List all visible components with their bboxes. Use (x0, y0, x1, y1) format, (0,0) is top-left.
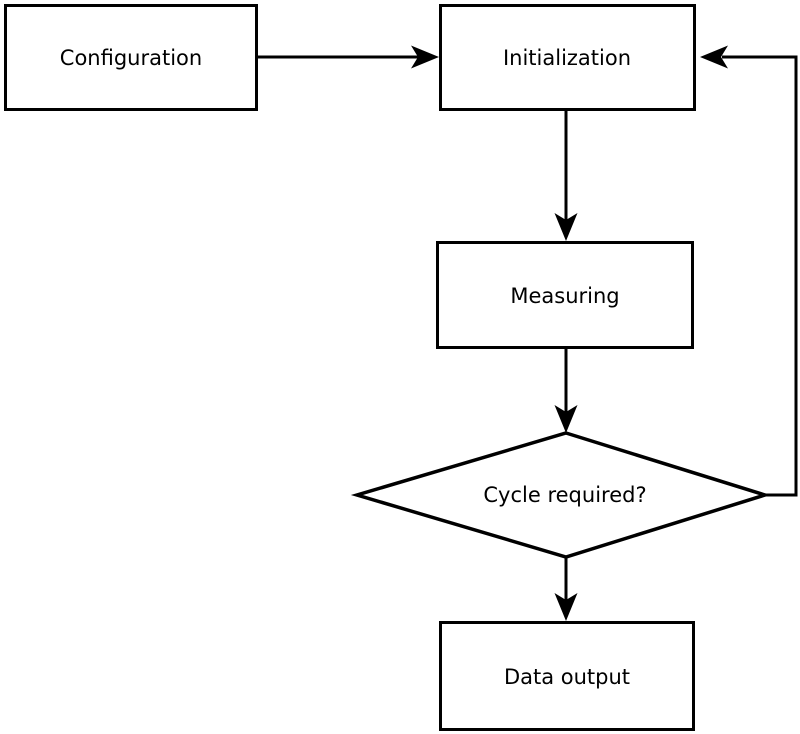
node-initialization: Initialization (439, 4, 696, 111)
edge-measuring-to-cycle-required (554, 349, 578, 433)
edge-cycle-required-to-data-output (554, 557, 578, 621)
node-data-output: Data output (439, 621, 695, 731)
node-data-output-label: Data output (504, 665, 630, 689)
decision-cycle-required-diamond (350, 431, 771, 559)
decision-cycle-required-label: Cycle required? (483, 483, 646, 507)
node-measuring-label: Measuring (510, 284, 619, 308)
node-measuring: Measuring (436, 241, 694, 349)
edge-cycle-required-to-initialization-feedback (700, 45, 798, 497)
node-configuration-box (4, 4, 258, 111)
arrowhead-right (411, 45, 439, 69)
edge-configuration-to-initialization (258, 45, 439, 69)
arrowhead-left (700, 45, 728, 69)
arrowhead-down (554, 213, 578, 241)
node-data-output-box (439, 621, 695, 731)
edge-line (722, 55, 798, 497)
node-initialization-box (439, 4, 696, 111)
node-initialization-label: Initialization (503, 46, 631, 70)
node-configuration: Configuration (4, 4, 258, 111)
node-configuration-label: Configuration (60, 46, 202, 70)
arrowhead-down (554, 405, 578, 433)
node-measuring-box (436, 241, 694, 349)
arrowhead-down (554, 593, 578, 621)
edge-initialization-to-measuring (554, 111, 578, 241)
decision-cycle-required: Cycle required? (350, 431, 771, 559)
